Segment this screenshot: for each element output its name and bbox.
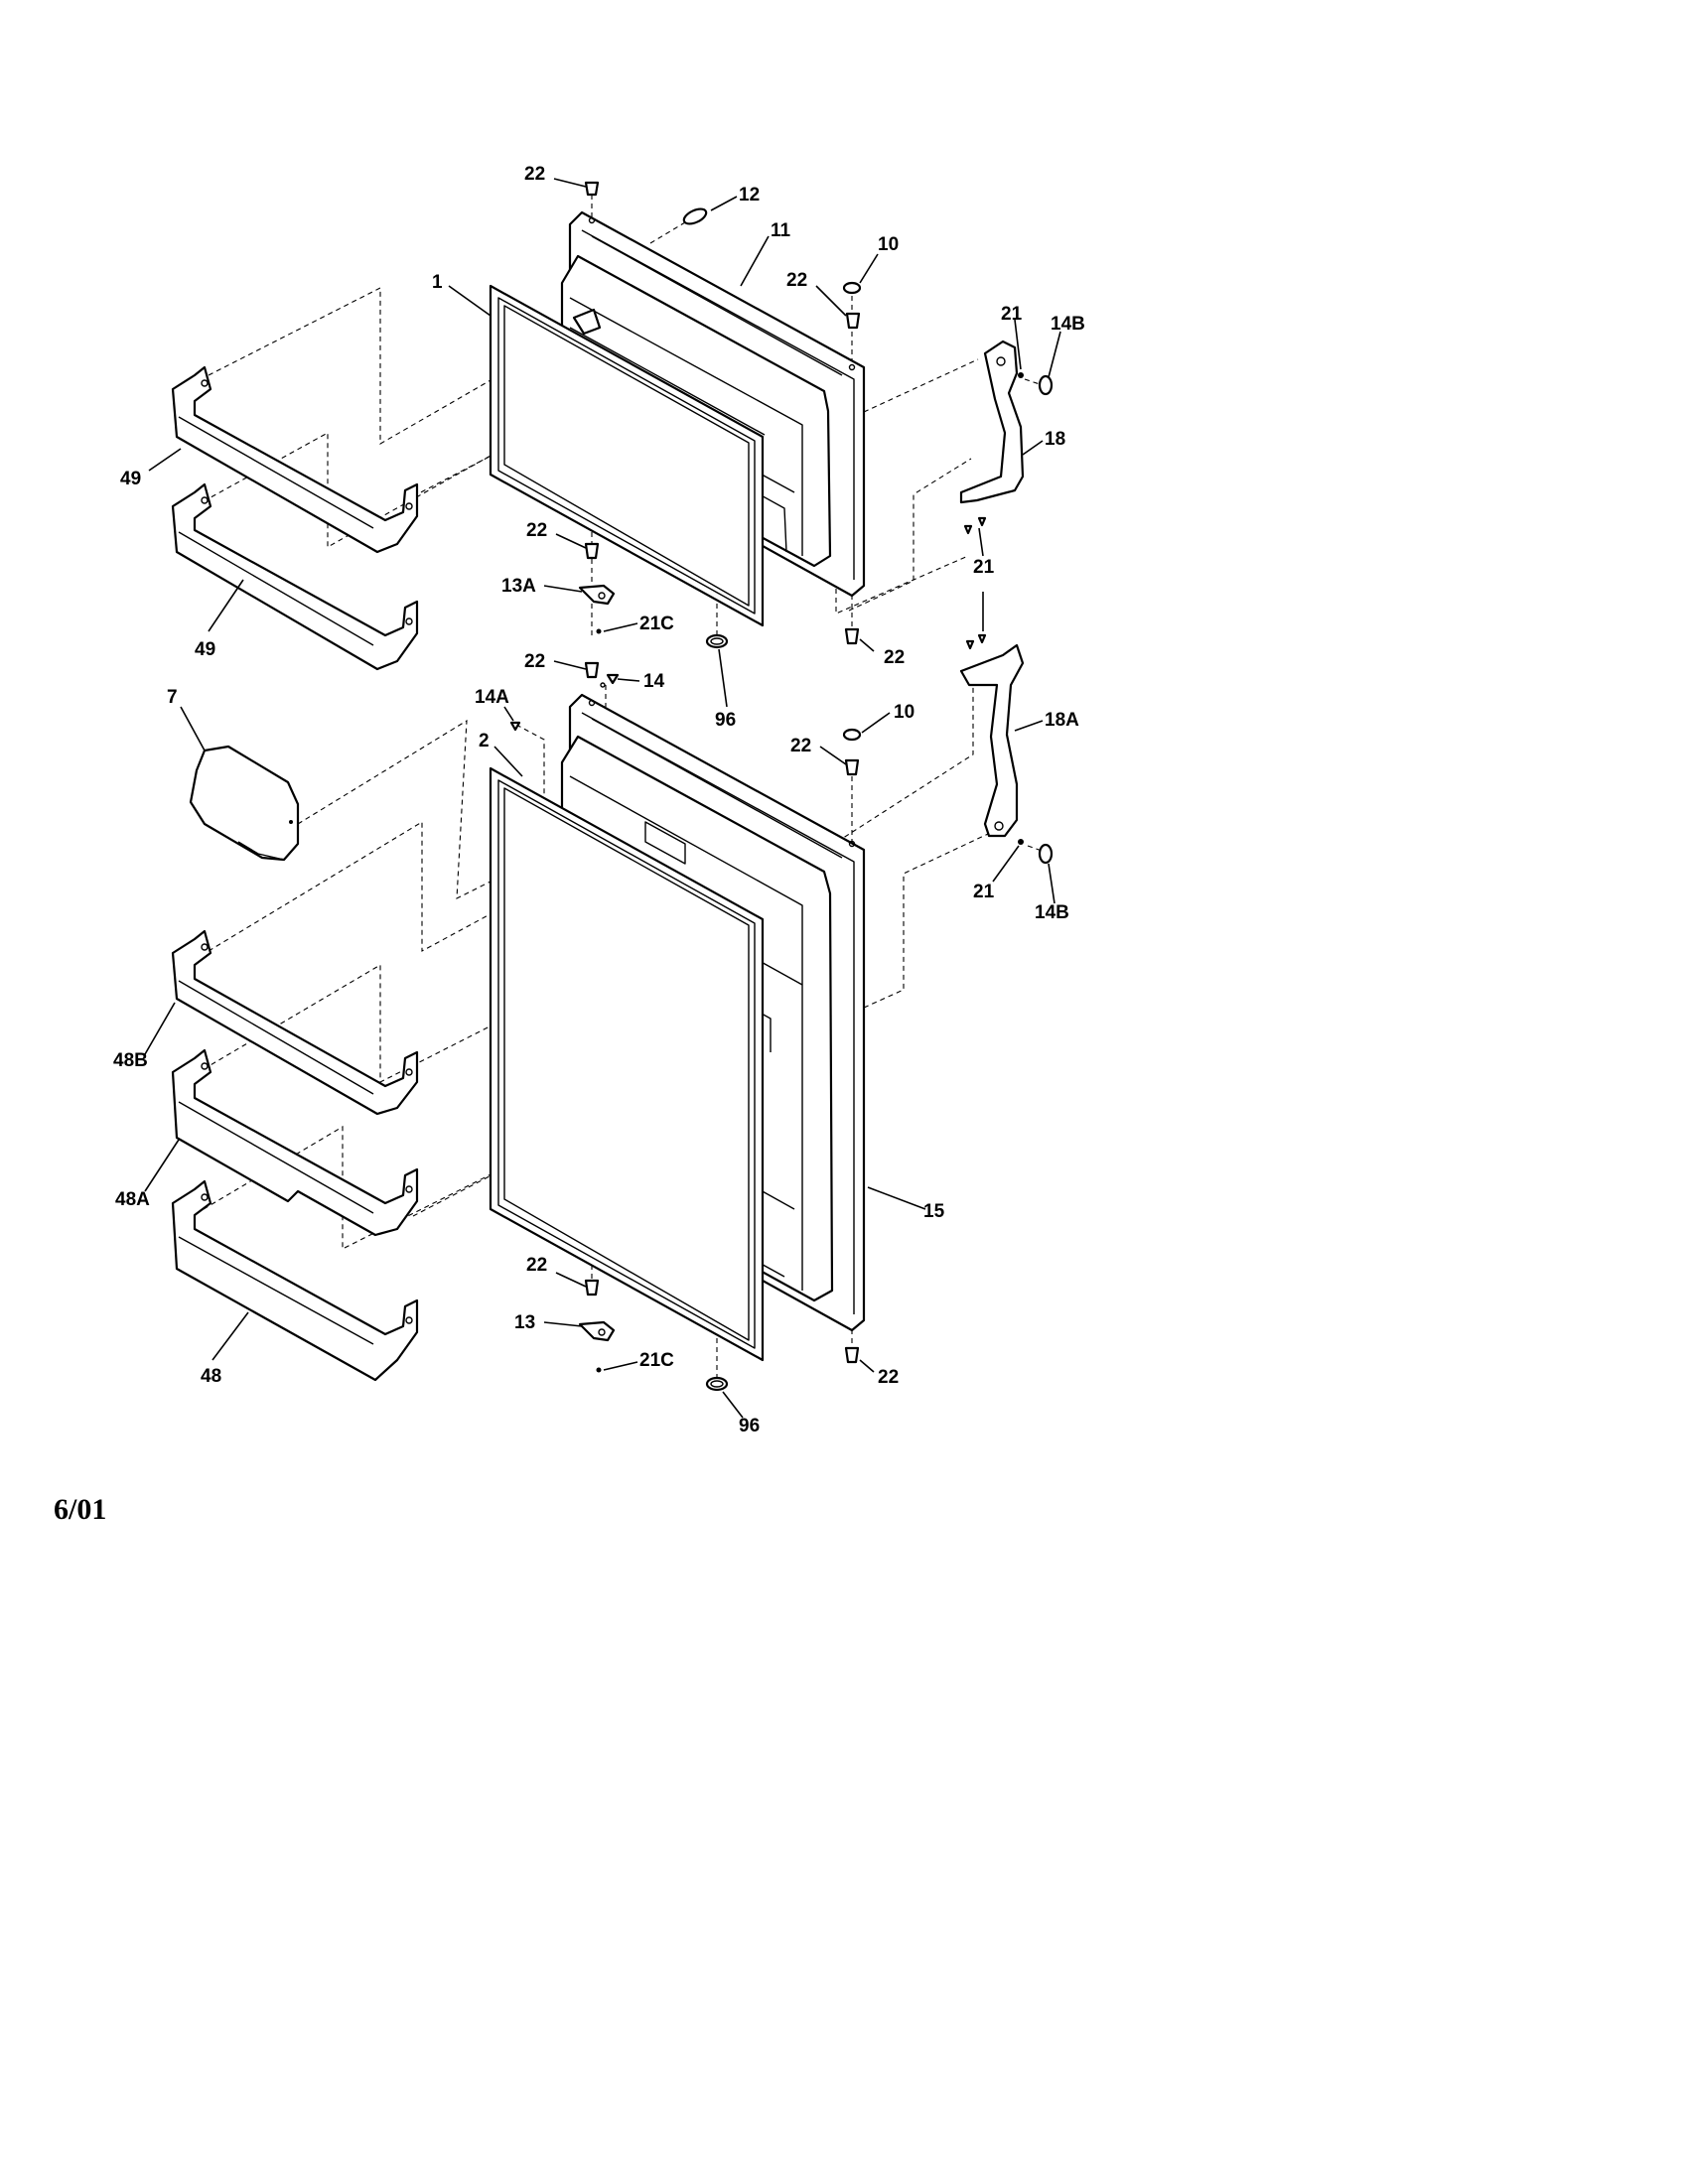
callout-22: 22 <box>524 651 545 672</box>
callout-22: 22 <box>790 736 811 756</box>
callout-15: 15 <box>923 1201 945 1222</box>
callout-11: 11 <box>771 220 791 241</box>
dairy-compartment <box>189 745 300 862</box>
callout-21: 21 <box>1001 304 1023 325</box>
callouts: 22 12 11 10 22 1 21 14B 18 49 49 22 13A … <box>113 164 1085 1436</box>
callout-14: 14 <box>643 671 665 692</box>
callout-22: 22 <box>524 164 545 185</box>
callout-48A: 48A <box>115 1189 150 1210</box>
callout-22: 22 <box>526 520 547 541</box>
fasteners <box>509 181 1054 1392</box>
door-shelf-lower <box>171 482 419 671</box>
callout-13A: 13A <box>501 576 536 597</box>
callout-1: 1 <box>432 272 443 293</box>
callout-10: 10 <box>878 234 899 255</box>
callout-21: 21 <box>973 882 995 902</box>
callout-22: 22 <box>878 1367 899 1388</box>
callout-2: 2 <box>479 731 490 751</box>
callout-49: 49 <box>195 639 215 660</box>
leader-lines <box>144 178 1061 1419</box>
callout-14B: 14B <box>1051 314 1085 335</box>
callout-48B: 48B <box>113 1050 148 1071</box>
fresh-food-door-gasket <box>489 766 765 1362</box>
door-bin-48B <box>171 929 419 1116</box>
callout-49: 49 <box>120 469 141 489</box>
date-code: 6/01 <box>54 1493 106 1526</box>
callout-10: 10 <box>894 702 914 723</box>
callout-21: 21 <box>973 557 995 578</box>
upper-door-handle <box>959 340 1025 504</box>
lower-door-handle <box>959 643 1025 845</box>
door-shelf-upper <box>171 365 419 554</box>
freezer-door-gasket <box>489 284 765 627</box>
callout-22: 22 <box>786 270 807 291</box>
door-bin-48A <box>171 1048 419 1237</box>
callout-48: 48 <box>201 1366 221 1387</box>
callout-96: 96 <box>739 1416 760 1436</box>
callout-7: 7 <box>167 687 178 708</box>
callout-14B: 14B <box>1035 902 1069 923</box>
callout-18: 18 <box>1045 429 1065 450</box>
callout-21C: 21C <box>639 614 674 634</box>
callout-13: 13 <box>514 1312 535 1333</box>
callout-96: 96 <box>715 710 736 731</box>
callout-12: 12 <box>739 185 760 205</box>
callout-21C: 21C <box>639 1350 674 1371</box>
refrigerator-door-parts-diagram: 22 12 11 10 22 1 21 14B 18 49 49 22 13A … <box>54 164 1085 1526</box>
callout-18A: 18A <box>1045 710 1079 731</box>
callout-22: 22 <box>526 1255 547 1276</box>
callout-14A: 14A <box>475 687 509 708</box>
callout-22: 22 <box>884 647 905 668</box>
door-bin-48 <box>171 1179 419 1382</box>
